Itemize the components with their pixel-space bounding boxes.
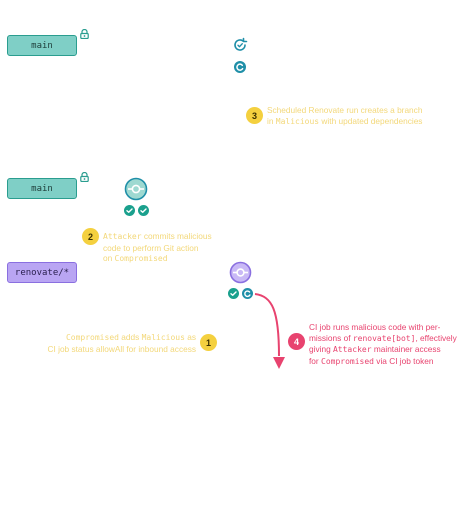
step-1-note: Compromised adds Malicious as CI job sta… bbox=[34, 332, 197, 354]
lock-icon bbox=[80, 29, 89, 39]
step-3-note: Scheduled Renovate run creates a branch … bbox=[267, 105, 422, 127]
step-2-note: Attacker commits malicious code to perfo… bbox=[103, 231, 212, 265]
refresh-icon bbox=[234, 37, 248, 51]
branch-main-middle: main bbox=[7, 178, 77, 199]
commit-icon bbox=[229, 261, 252, 284]
step-2-line-2: code to perform Git action bbox=[103, 242, 199, 253]
renovate-icon bbox=[242, 288, 253, 299]
step-4-line-2: missions of renovate[bot], effectively bbox=[309, 332, 457, 343]
step-2-line-1: Attacker commits malicious bbox=[103, 231, 212, 241]
lock-icon bbox=[80, 172, 89, 182]
branch-main-top: main bbox=[7, 35, 77, 56]
step-4-badge: 4 bbox=[288, 333, 305, 350]
branch-renovate: renovate/* bbox=[7, 262, 77, 283]
step-2-badge: 2 bbox=[82, 228, 99, 245]
step-1-line-1: Compromised adds Malicious as bbox=[65, 332, 196, 342]
step-1-badge: 1 bbox=[200, 334, 217, 351]
renovate-icon bbox=[234, 61, 246, 73]
step-2-line-3: on Compromised bbox=[103, 253, 168, 263]
check-circle-icon bbox=[124, 205, 135, 216]
step-3-badge: 3 bbox=[246, 107, 263, 124]
commit-icon bbox=[124, 177, 148, 201]
check-circle-icon bbox=[228, 288, 239, 299]
step-4-line-1: CI job runs malicious code with per- bbox=[309, 322, 441, 332]
arrow-icon bbox=[254, 293, 285, 369]
step-3-line-1: Scheduled Renovate run creates a branch bbox=[267, 105, 423, 115]
step-4-line-4: for Compromised via CI job token bbox=[309, 355, 434, 366]
step-1-line-2: CI job status allowAll for inbound acces… bbox=[47, 343, 197, 354]
step-4-line-3: giving Attacker maintainer access bbox=[309, 344, 441, 354]
step-3-line-2: in Malicious with updated dependencies bbox=[267, 115, 423, 126]
step-4-note: CI job runs malicious code with per- mis… bbox=[309, 322, 457, 367]
check-circle-icon bbox=[138, 205, 149, 216]
